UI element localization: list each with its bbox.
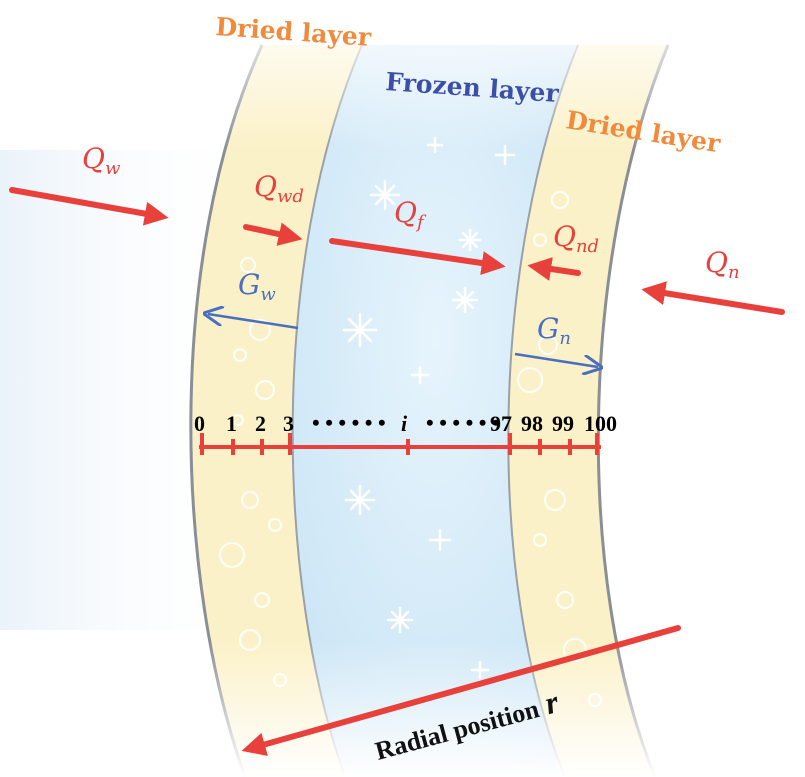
arrow-q-n [641, 281, 785, 315]
radial-direction-arrow [241, 625, 681, 756]
arrow-q-f [329, 238, 506, 275]
grid-scale [199, 433, 601, 455]
arrow-g-w [208, 314, 299, 330]
left-dried-layer [190, 45, 362, 777]
tick-dots-left: • • • • • • [312, 410, 386, 435]
label-q-w: Qw [82, 142, 121, 179]
label-q-n: Qn [705, 246, 740, 283]
arrow-q-nd [527, 257, 581, 281]
frozen-layer [292, 45, 578, 777]
right-dried-layer [508, 45, 668, 777]
tick-label-1: 1 [226, 411, 237, 436]
tick-label-99: 99 [552, 411, 574, 436]
tick-dots-right: • • • • • • [426, 410, 500, 435]
tick-label-100: 100 [584, 411, 617, 436]
tick-label-2: 2 [255, 411, 266, 436]
arrow-g-n [514, 352, 598, 367]
label-g-w: Gw [238, 268, 276, 305]
label-q-wd: Qwd [254, 170, 304, 207]
label-q-nd: Qnd [553, 220, 599, 257]
tick-label-97: 97 [490, 411, 512, 436]
tick-label-98: 98 [521, 411, 543, 436]
label-g-n: Gn [537, 312, 571, 349]
arrow-q-wd [243, 222, 303, 246]
tick-label-i: i [401, 411, 408, 436]
tick-label-3: 3 [283, 411, 294, 436]
arrow-q-w [9, 187, 169, 226]
top-fade [0, 0, 805, 150]
tick-label-0: 0 [194, 411, 205, 436]
